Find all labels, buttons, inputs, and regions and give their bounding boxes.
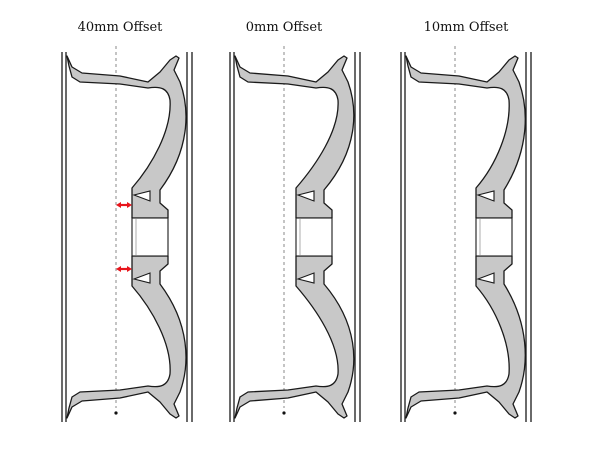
center-bore bbox=[295, 217, 333, 257]
offset-arrow-head bbox=[116, 202, 121, 208]
center-bore bbox=[475, 217, 513, 257]
wheel-title-0mm: 0mm Offset bbox=[245, 20, 323, 35]
offset-arrow-head bbox=[127, 202, 132, 208]
centerline-dot bbox=[282, 411, 286, 415]
centerline-dot bbox=[453, 411, 457, 415]
wheel-profile-lower bbox=[234, 255, 355, 419]
offset-arrow-head bbox=[116, 266, 121, 272]
hub-notch bbox=[476, 272, 495, 284]
wheel-cross-section bbox=[400, 46, 532, 422]
hub-notch bbox=[476, 190, 495, 202]
wheel-cross-section bbox=[229, 46, 361, 422]
offset-arrow-head bbox=[127, 266, 132, 272]
hub-notch bbox=[296, 190, 315, 202]
hub-notch bbox=[132, 272, 151, 284]
hub-notch bbox=[132, 190, 151, 202]
centerline-dot bbox=[114, 411, 118, 415]
wheel-profile-lower bbox=[405, 255, 526, 419]
wheel-profile-upper bbox=[405, 55, 526, 219]
wheel-title-40mm: 40mm Offset bbox=[77, 20, 163, 35]
wheel-title-10mm: 10mm Offset bbox=[423, 20, 509, 35]
wheel-profile-upper bbox=[66, 55, 187, 219]
center-bore bbox=[131, 217, 169, 257]
wheel-profile-lower bbox=[66, 255, 187, 419]
hub-notch bbox=[296, 272, 315, 284]
wheel-profile-upper bbox=[234, 55, 355, 219]
wheel-cross-section bbox=[61, 46, 193, 422]
